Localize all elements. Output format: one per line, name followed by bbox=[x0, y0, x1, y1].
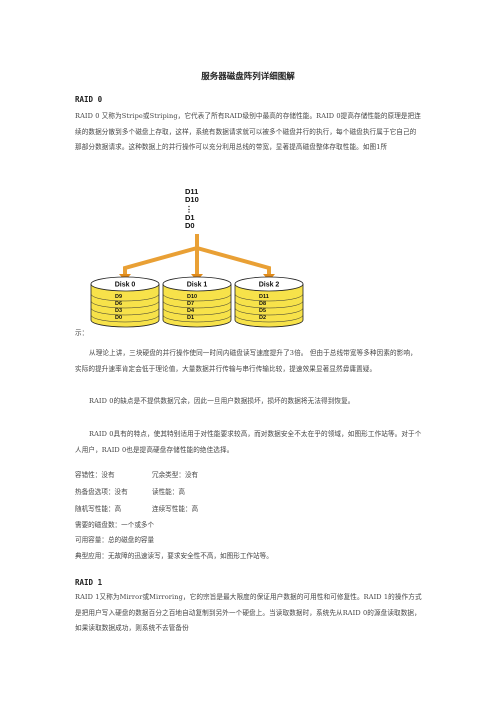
disk-block-label: D5 bbox=[259, 308, 266, 314]
disk-block-label: D8 bbox=[259, 301, 266, 307]
prop-disks-needed: 需要的磁盘数：一个或多个 bbox=[75, 521, 155, 529]
disk-block-label: D4 bbox=[187, 308, 195, 314]
prop-row: 随机写性能：高 连续写性能：高 bbox=[75, 503, 198, 513]
prop-redundancy: 冗余类型：没有 bbox=[152, 471, 199, 479]
stack-label: D10 bbox=[185, 195, 199, 204]
disk-block-label: D7 bbox=[187, 301, 194, 307]
prop-random-write: 随机写性能：高 bbox=[75, 505, 122, 513]
disk-label: Disk 1 bbox=[187, 282, 208, 289]
prop-fault-tolerance: 容错性：没有 bbox=[75, 471, 115, 479]
stack-label: D0 bbox=[185, 221, 195, 230]
disk-block-label: D1 bbox=[187, 315, 194, 321]
disk-label: Disk 0 bbox=[115, 282, 136, 289]
prop-typical-use: 典型应用：无故障的迅速读写，要求安全性不高，如图形工作站等。 bbox=[75, 552, 273, 560]
raid0-paragraph-3: RAID 0的缺点是不提供数据冗余，因此一旦用户数据损坏，损坏的数据将无法得到恢… bbox=[89, 397, 355, 405]
disk-block-label: D11 bbox=[259, 294, 269, 300]
prop-sequential-write: 连续写性能：高 bbox=[152, 505, 199, 513]
disk-block-label: D9 bbox=[115, 294, 122, 300]
arrows bbox=[119, 234, 275, 281]
page-title: 服务器磁盘阵列详细图解 bbox=[201, 72, 295, 82]
figure-caption: 示： bbox=[75, 329, 89, 337]
raid0-paragraph-4: RAID 0具有的特点，使其特别适用于对性能要求较高，而对数据安全不太在乎的领域… bbox=[75, 430, 422, 454]
raid1-paragraph-1: RAID 1又称为Mirror或Mirroring，它的宗旨是最大限度的保证用户… bbox=[75, 593, 422, 632]
stack-label: D11 bbox=[185, 188, 198, 196]
stack-label: D1 bbox=[185, 213, 195, 222]
prop-read: 读性能：高 bbox=[152, 488, 185, 496]
raid1-heading: RAID 1 bbox=[75, 578, 103, 587]
disk-block-label: D3 bbox=[115, 308, 122, 314]
raid0-heading: RAID 0 bbox=[75, 95, 103, 104]
prop-row: 容错性：没有 冗余类型：没有 bbox=[75, 469, 198, 479]
disk-block-label: D0 bbox=[115, 315, 122, 321]
stack-label: ⋮ bbox=[185, 205, 193, 214]
raid0-paragraph-2: 从理论上讲，三块硬盘的并行操作使同一时间内磁盘读写速度提升了3倍。 但由于总线带… bbox=[75, 349, 417, 373]
disk-block-label: D2 bbox=[259, 315, 266, 321]
disk-label: Disk 2 bbox=[259, 282, 280, 289]
prop-capacity: 可用容量：总的磁盘的容量 bbox=[75, 536, 155, 544]
prop-hot-spare: 热备盘选项：没有 bbox=[75, 488, 128, 496]
raid0-paragraph-1: RAID 0 又称为Stripe或Striping，它代表了所有RAID级别中最… bbox=[75, 112, 421, 151]
disk-block-label: D10 bbox=[187, 294, 197, 300]
prop-row: 热备盘选项：没有 读性能：高 bbox=[75, 486, 185, 496]
disk-block-label: D6 bbox=[115, 301, 122, 307]
